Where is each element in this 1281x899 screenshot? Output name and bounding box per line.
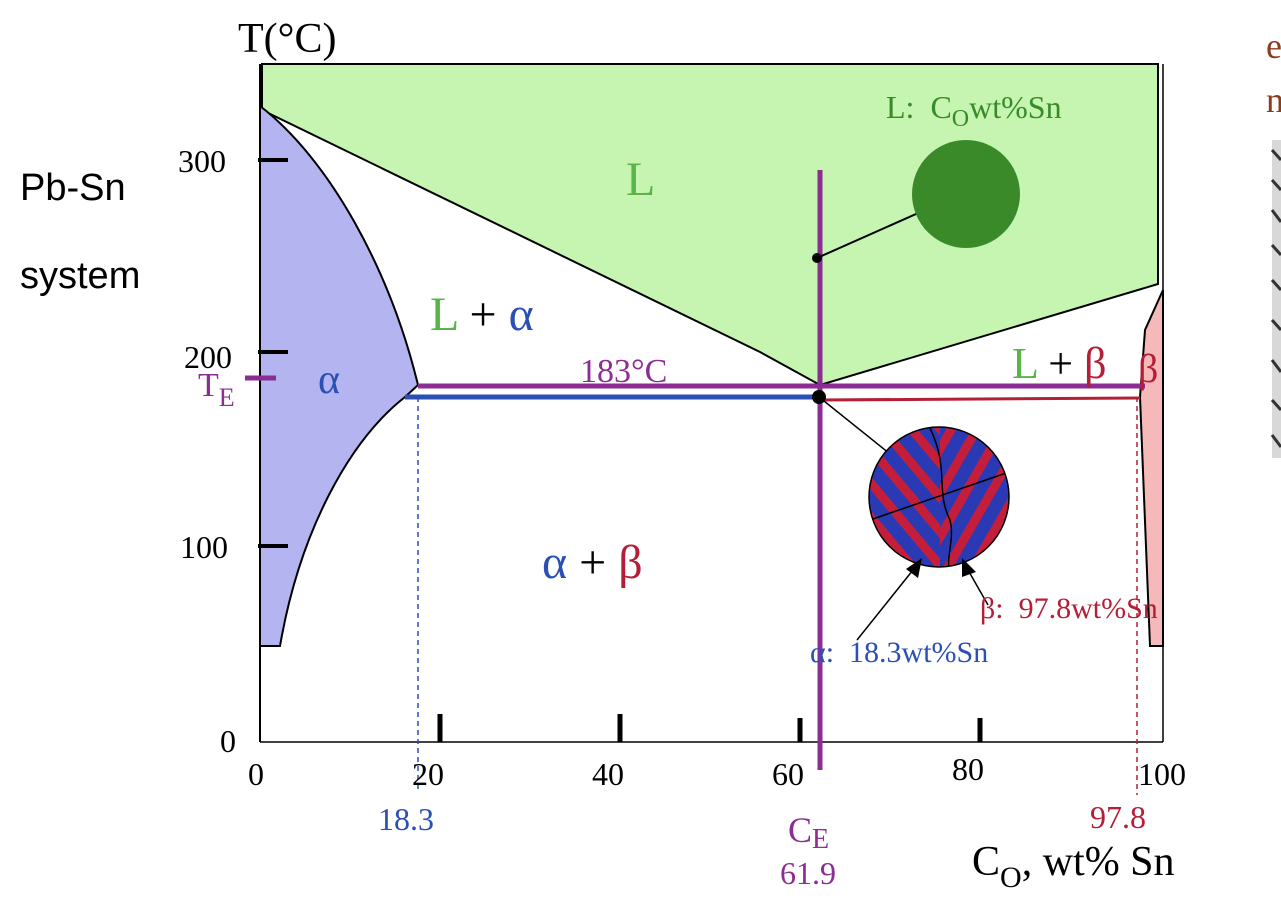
beta-region-label: β xyxy=(1138,346,1158,391)
cutoff-text-2: n xyxy=(1266,80,1281,120)
l-plus-alpha-label: L + α xyxy=(430,288,534,341)
eutectic-temperature-label: 183°C xyxy=(580,353,667,390)
liquid-microstructure-ball xyxy=(912,140,1020,248)
y-axis-label: T(°C) xyxy=(238,16,336,62)
y-tick-label-0: 0 xyxy=(220,723,236,759)
alpha-composition-callout: α: 18.3wt%Sn xyxy=(810,636,988,669)
x-tick-label-40: 40 xyxy=(592,756,624,792)
ce-value-label: 61.9 xyxy=(780,855,836,891)
liquid-region-label: L xyxy=(626,153,655,206)
cutoff-micrograph-fragment xyxy=(1272,140,1281,458)
cutoff-text-1: e xyxy=(1266,26,1281,66)
l-plus-beta-label: L + β xyxy=(1012,339,1106,388)
alpha-phase-arrow xyxy=(857,558,922,640)
x-axis-label: CO, wt% Sn xyxy=(972,839,1175,894)
y-tick-label-100: 100 xyxy=(180,529,228,565)
system-title-line2: system xyxy=(20,255,140,297)
eutectic-microstructure-ball xyxy=(860,420,1020,580)
x-tick-label-100: 100 xyxy=(1138,756,1186,792)
x-tick-label-80: 80 xyxy=(952,751,984,787)
alpha-region-label: α xyxy=(318,357,340,403)
ce-label: CE xyxy=(788,810,829,855)
x-tick-label-0: 0 xyxy=(248,756,264,792)
beta-tie-line xyxy=(820,398,1140,400)
x-tick-label-20: 20 xyxy=(412,756,444,792)
beta-composition-label: 97.8 xyxy=(1090,799,1146,835)
alpha-composition-label: 18.3 xyxy=(378,801,434,837)
alpha-plus-beta-label: α + β xyxy=(542,536,643,589)
system-title-line1: Pb-Sn xyxy=(20,167,126,209)
beta-composition-callout: β: 97.8wt%Sn xyxy=(980,592,1158,625)
y-tick-label-300: 300 xyxy=(178,143,226,179)
x-tick-label-60: 60 xyxy=(772,756,804,792)
